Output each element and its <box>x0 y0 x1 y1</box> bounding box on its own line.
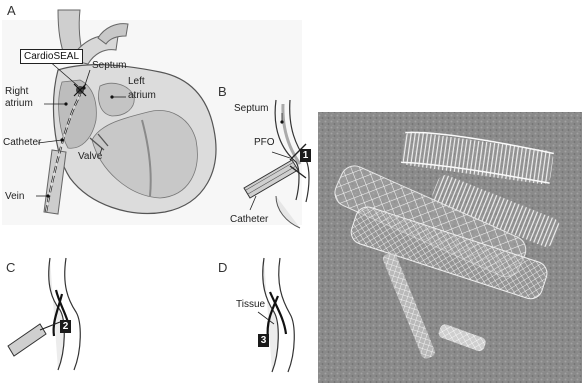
catheter-label-b: Catheter <box>230 214 268 225</box>
panel-c-illustration <box>8 258 80 370</box>
vein-label: Vein <box>5 191 24 202</box>
panel-d-illustration <box>258 258 294 372</box>
panel-a-letter: A <box>7 3 16 18</box>
left-atrium-label-line1: Left <box>128 76 145 87</box>
tissue-label: Tissue <box>236 299 265 310</box>
right-atrium-label-line1: Right <box>5 86 28 97</box>
panel-b-letter: B <box>218 84 227 99</box>
catheter-label-a: Catheter <box>3 137 41 148</box>
septum-label-a: Septum <box>92 60 126 71</box>
septum-label-b: Septum <box>234 103 268 114</box>
step-3-badge: 3 <box>258 334 269 347</box>
panel-c-letter: C <box>6 260 15 275</box>
left-atrium-label-line2: atrium <box>128 90 156 101</box>
right-atrium-label-line2: atrium <box>5 98 33 109</box>
step-2-badge: 2 <box>60 320 71 333</box>
cardioseal-label: CardioSEAL <box>20 49 83 64</box>
pfo-label: PFO <box>254 137 275 148</box>
panel-d-letter: D <box>218 260 227 275</box>
valve-label: Valve <box>78 151 102 162</box>
step-1-badge: 1 <box>300 149 311 162</box>
stents-photo <box>318 112 582 383</box>
